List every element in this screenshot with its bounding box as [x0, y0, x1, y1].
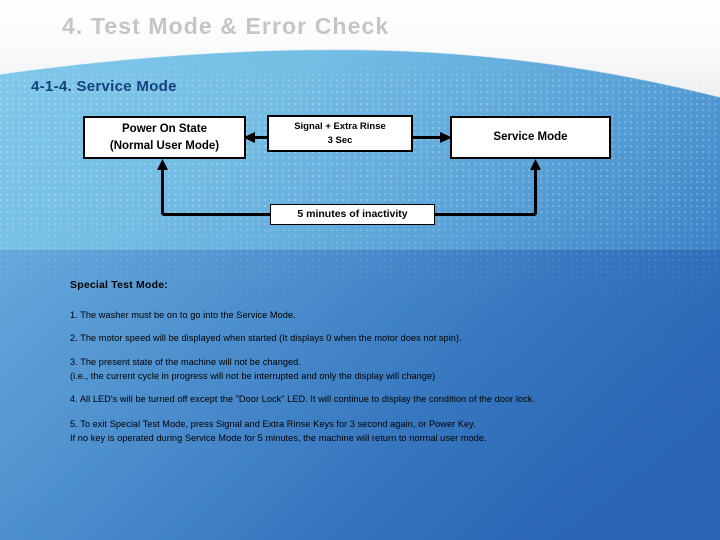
flow-node-service-mode[interactable]: Service Mode [450, 116, 611, 159]
arrowhead-to-power-on [243, 132, 255, 143]
body-item-3: 3. The present state of the machine will… [70, 357, 436, 382]
body-heading: Special Test Mode: [70, 279, 168, 291]
flow-node-power-on-state-line1: Power On State [122, 122, 207, 135]
service-mode-flow-diagram: Power On State (Normal User Mode) Signal… [83, 115, 611, 225]
flow-node-trigger-line1: Signal + Extra Rinse [294, 120, 386, 132]
flow-node-power-on-state[interactable]: Power On State (Normal User Mode) [83, 116, 246, 159]
arrowhead-to-service-mode [440, 132, 452, 143]
flow-node-trigger-line2: 3 Sec [327, 134, 353, 146]
flow-node-power-on-state-line2: (Normal User Mode) [109, 139, 220, 152]
flow-node-timeout-line1: 5 minutes of inactivity [297, 207, 408, 220]
body-item-1: 1. The washer must be on to go into the … [70, 310, 296, 320]
body-item-5: 5. To exit Special Test Mode, press Sign… [70, 419, 487, 444]
flow-node-service-mode-line1: Service Mode [493, 131, 568, 144]
flow-connectors [157, 132, 541, 216]
body-item-4: 4. All LED's will be turned off except t… [70, 394, 535, 404]
body-item-2: 2. The motor speed will be displayed whe… [70, 333, 462, 343]
flow-node-trigger[interactable]: Signal + Extra Rinse 3 Sec [267, 115, 413, 152]
arrowhead-timeout-to-power-on [157, 159, 168, 170]
arrowhead-timeout-to-service-mode [530, 159, 541, 170]
flow-node-timeout[interactable]: 5 minutes of inactivity [270, 204, 435, 225]
page-title: 4. Test Mode & Error Check [62, 13, 390, 39]
section-title: 4-1-4. Service Mode [31, 78, 177, 95]
